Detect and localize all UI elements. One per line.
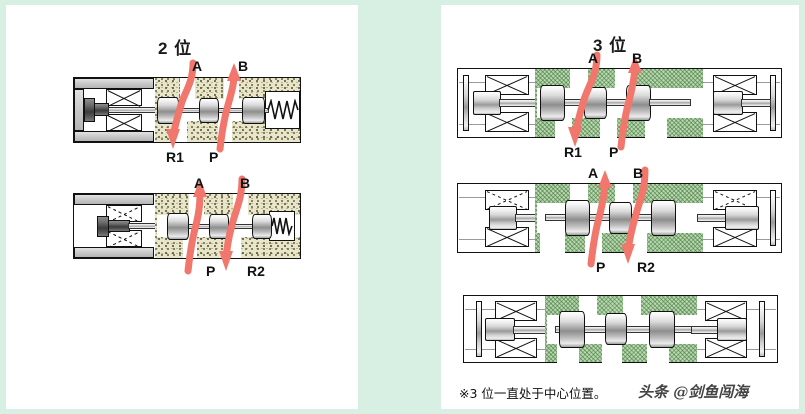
actuator-top-plate xyxy=(74,78,154,89)
port-p-opening xyxy=(602,343,622,363)
armature-neck xyxy=(94,103,109,116)
solenoid-coil-left-bottom xyxy=(485,112,529,132)
label-port-a-v2: A xyxy=(194,175,205,191)
solenoid-coil-left-top xyxy=(485,75,529,95)
spool-land-1 xyxy=(157,97,179,124)
solenoid-coil-right-bottom xyxy=(705,338,747,358)
label-port-a-v1: A xyxy=(192,58,203,74)
label-port-p-v2: P xyxy=(206,263,216,279)
right-push-rod xyxy=(741,99,771,107)
title-two-position: 2 位 xyxy=(158,39,193,58)
port-r2-opening xyxy=(227,237,241,258)
port-p-opening xyxy=(183,237,197,258)
port-p-opening xyxy=(218,121,232,142)
spool-land-1 xyxy=(167,213,189,240)
right-end-cap xyxy=(770,190,776,246)
label-port-b-r1: B xyxy=(632,50,643,66)
actuator-top-plate xyxy=(74,194,154,205)
watermark-text: 头条 @剑鱼闯海 xyxy=(638,383,749,401)
valve-three-position-right xyxy=(457,183,782,253)
spool-land-2 xyxy=(199,98,219,123)
port-a-opening xyxy=(570,69,588,89)
right-armature xyxy=(717,318,747,341)
port-r2-opening xyxy=(630,232,647,253)
label-port-r2-v2: R2 xyxy=(247,263,265,279)
spool-land-1 xyxy=(540,85,565,121)
armature-neck xyxy=(108,220,130,232)
port-p-opening xyxy=(600,117,617,138)
label-port-r1-v1: R1 xyxy=(166,149,184,165)
spool-shaft-right xyxy=(649,99,691,106)
port-r1-opening xyxy=(557,343,579,363)
valve-three-position-center xyxy=(463,295,778,363)
spool-land-3 xyxy=(651,200,676,236)
spool-land-3 xyxy=(649,311,675,348)
label-port-b-v2: B xyxy=(240,175,251,191)
solenoid-coil-right-bottom xyxy=(713,112,757,132)
title-three-position: 3 位 xyxy=(593,36,628,55)
return-spring xyxy=(267,99,299,121)
solenoid-coil-bottom xyxy=(106,114,142,131)
label-port-b-v1: B xyxy=(238,58,249,74)
right-end-cap xyxy=(759,301,765,357)
port-r1-opening xyxy=(555,117,572,138)
panel-two-position: 2 位 xyxy=(6,5,358,409)
port-a-opening xyxy=(570,184,588,204)
left-armature xyxy=(473,91,501,115)
port-b-opening xyxy=(615,184,633,204)
port-b-opening xyxy=(233,194,248,215)
label-port-p-r2: P xyxy=(596,259,606,275)
label-port-a-r1: A xyxy=(588,50,599,66)
solenoid-coil-left-bottom xyxy=(485,227,529,247)
spool-land-3 xyxy=(626,85,651,121)
port-extra-opening xyxy=(645,117,667,138)
solenoid-coil-right-bottom xyxy=(713,227,757,247)
spool-land-3 xyxy=(242,97,265,124)
valve-two-position-spring xyxy=(73,193,301,259)
port-left-opening xyxy=(540,232,565,253)
push-rod xyxy=(108,107,158,113)
port-b-opening xyxy=(623,296,641,316)
actuator-bottom-plate xyxy=(74,131,154,142)
left-end-cap xyxy=(476,301,482,357)
return-spring xyxy=(271,216,293,236)
solenoid-coil-bottom xyxy=(106,230,142,247)
label-port-p-r1: P xyxy=(609,144,619,160)
valve-two-position-energized xyxy=(73,77,301,143)
spool-land-2 xyxy=(609,202,632,234)
spool-land-1 xyxy=(559,311,585,348)
left-armature xyxy=(489,206,517,230)
actuator-end-plate xyxy=(74,89,84,131)
label-port-r2-r2: R2 xyxy=(637,259,655,275)
port-r2-opening xyxy=(647,343,669,363)
port-a-opening xyxy=(180,78,195,99)
label-port-r1-r1: R1 xyxy=(564,144,582,160)
solenoid-coil-left-top xyxy=(495,301,537,321)
center-position-note: ※3 位一直处于中心位置。 xyxy=(459,386,607,401)
spool-land-2 xyxy=(584,87,607,119)
solenoid-coil-top xyxy=(106,89,142,106)
port-a-opening xyxy=(189,194,204,215)
right-armature xyxy=(725,206,759,230)
actuator-bottom-plate xyxy=(74,247,154,258)
spool-land-3 xyxy=(252,214,272,239)
spool-land-2 xyxy=(605,313,627,345)
right-armature xyxy=(713,91,743,115)
spool-land-1 xyxy=(565,200,590,236)
port-r1-opening xyxy=(173,121,187,142)
panel-three-position: 3 位 xyxy=(441,5,799,409)
solenoid-coil-left-bottom xyxy=(495,338,537,358)
spool-land-2 xyxy=(209,214,229,239)
spring-chamber xyxy=(265,91,300,129)
valve-three-position-left xyxy=(457,68,782,138)
label-port-p-v1: P xyxy=(209,149,219,165)
label-port-b-r2: B xyxy=(633,165,644,181)
port-b-opening xyxy=(224,78,239,99)
left-armature xyxy=(485,318,515,341)
left-end-cap xyxy=(463,75,469,131)
label-port-a-r2: A xyxy=(588,165,599,181)
